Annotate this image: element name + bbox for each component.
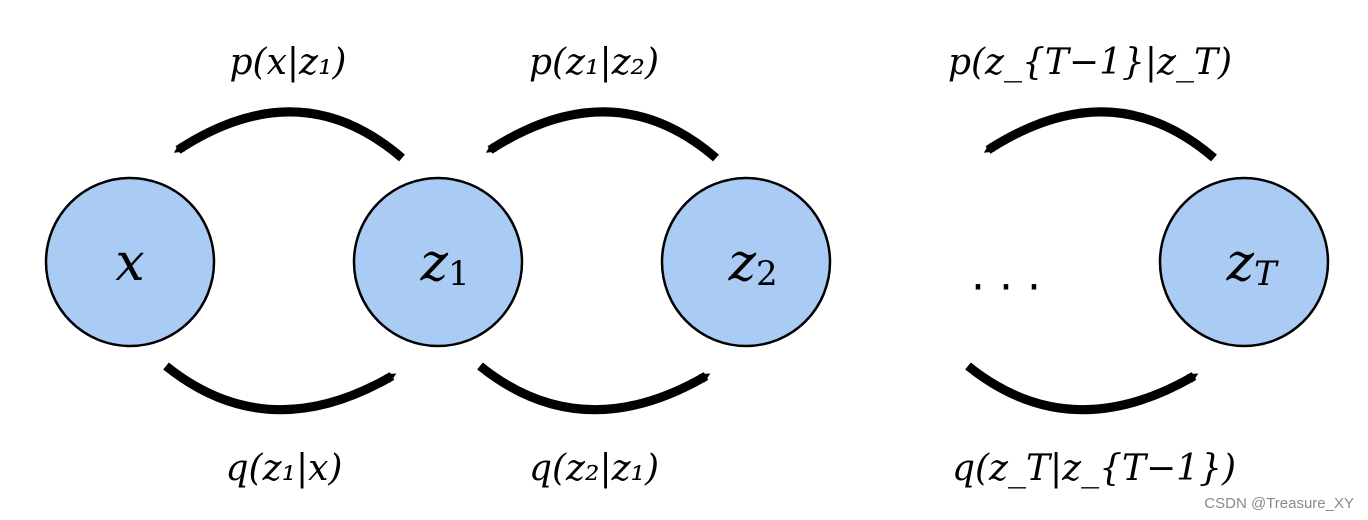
node-zT-label: z bbox=[1226, 233, 1255, 293]
arrow-p-z1-z2 bbox=[485, 107, 719, 162]
node-z1-label: z bbox=[420, 233, 449, 293]
watermark: CSDN @Treasure_XY bbox=[1204, 495, 1354, 512]
arrow-q-z2-z1 bbox=[477, 362, 711, 415]
label-q-z1-given-x: q(z₁|x) bbox=[226, 448, 343, 489]
node-z2-sub: 2 bbox=[756, 254, 778, 294]
label-p-x-given-z1: p(x|z₁) bbox=[230, 42, 347, 83]
node-zT: z T bbox=[1158, 176, 1330, 348]
node-z1: z 1 bbox=[352, 176, 524, 348]
arrow-q-zT-zT1 bbox=[965, 362, 1199, 415]
label-q-zT-given-zT1: q(z_T|z_{T−1}) bbox=[952, 448, 1236, 489]
ellipsis: · · · bbox=[971, 262, 1041, 313]
label-q-z2-given-z1: q(z₂|z₁) bbox=[529, 448, 659, 489]
label-p-z1-given-z2: p(z₁|z₂) bbox=[529, 42, 659, 83]
node-x-label: x bbox=[115, 233, 144, 293]
node-zT-sub: T bbox=[1254, 254, 1279, 294]
arrow-p-x-z1 bbox=[173, 107, 405, 162]
node-x: x bbox=[44, 176, 216, 348]
node-z2: z 2 bbox=[660, 176, 832, 348]
arrow-q-z1-x bbox=[163, 362, 397, 415]
node-z1-sub: 1 bbox=[448, 254, 470, 294]
node-z2-label: z bbox=[728, 233, 757, 293]
label-p-zT1-given-zT: p(z_{T−1}|z_T) bbox=[948, 42, 1232, 83]
arrow-p-zT1-zT bbox=[983, 107, 1217, 162]
